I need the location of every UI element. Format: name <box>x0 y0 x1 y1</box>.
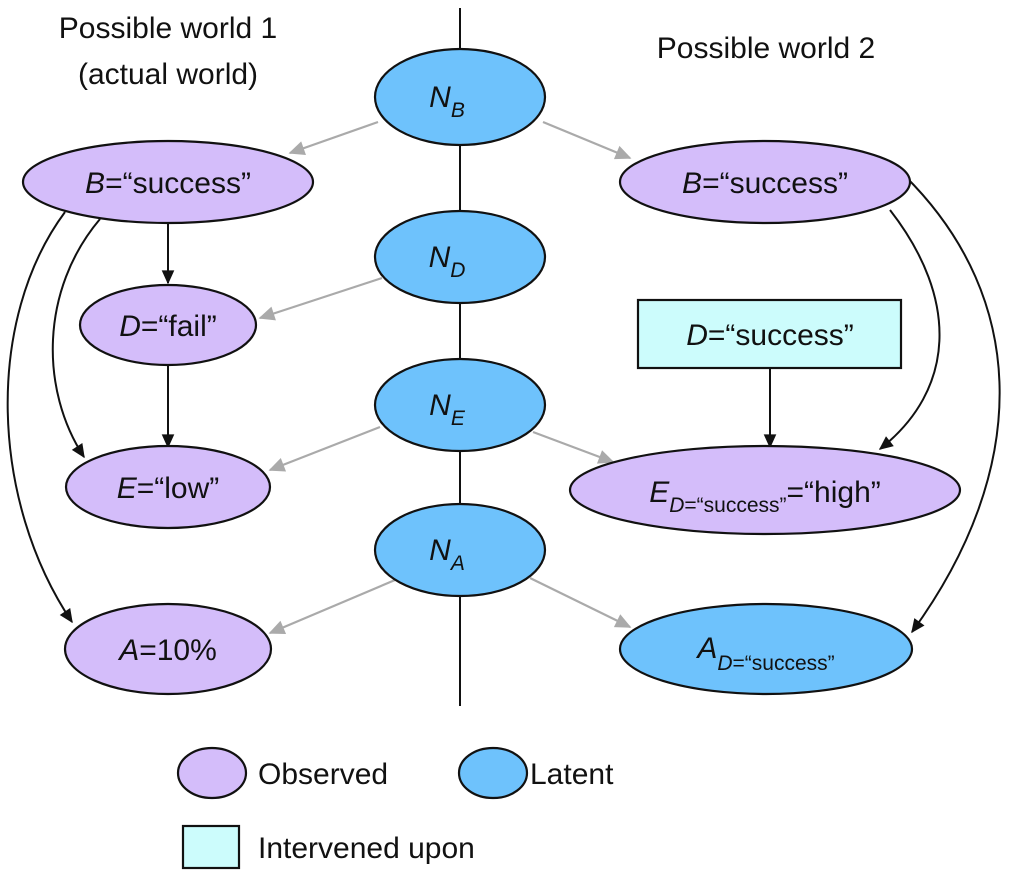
node-A2: AD=“success” <box>618 602 914 696</box>
svg-text:A=10%: A=10% <box>117 634 217 667</box>
svg-text:D=“fail”: D=“fail” <box>119 310 217 343</box>
node-E2: ED=“success”=“high” <box>568 444 962 536</box>
svg-text:AD=“success”: AD=“success” <box>695 632 834 675</box>
svg-text:B=“success”: B=“success” <box>682 167 848 200</box>
svg-text:NE: NE <box>429 389 466 430</box>
edge-NE-E1 <box>268 425 381 472</box>
svg-text:B=“success”: B=“success” <box>85 167 251 200</box>
svg-text:NA: NA <box>429 534 465 575</box>
world1-title: Possible world 1 <box>59 12 277 45</box>
node-B2: B=“success” <box>618 139 912 225</box>
node-D2: D=“success” <box>636 298 903 370</box>
edge-B1-A1 <box>6 211 73 624</box>
node-NA: NA <box>373 502 547 598</box>
legend-latent: Latent <box>457 746 614 800</box>
svg-text:Observed: Observed <box>258 758 388 791</box>
edge-B1-E1 <box>51 218 101 459</box>
legend-observed: Observed <box>176 746 388 800</box>
node-NB: NB <box>373 47 547 147</box>
edge-ND-D1 <box>258 276 383 321</box>
edge-B2-E2 <box>878 209 941 450</box>
svg-text:Latent: Latent <box>530 758 614 791</box>
node-NE: NE <box>373 357 547 453</box>
svg-text:Intervened upon: Intervened upon <box>258 832 475 865</box>
node-ND: ND <box>373 209 547 305</box>
legend-intervened: Intervened upon <box>181 824 475 870</box>
svg-text:ED=“success”=“high”: ED=“success”=“high” <box>649 476 881 517</box>
edge-B2-A2 <box>904 175 1001 634</box>
edge-NA-A1 <box>268 578 396 635</box>
svg-text:ND: ND <box>429 241 466 282</box>
edge-NB-B1 <box>288 120 379 156</box>
legend: Observed Latent Intervened upon <box>176 746 614 870</box>
edge-NB-B2 <box>542 120 632 160</box>
world2-title: Possible world 2 <box>657 32 875 65</box>
svg-text:D=“success”: D=“success” <box>686 319 854 352</box>
node-D1: D=“fail” <box>78 283 258 367</box>
svg-text:NB: NB <box>429 81 465 122</box>
world1-subtitle: (actual world) <box>78 58 258 91</box>
node-E1: E=“low” <box>64 444 272 530</box>
node-A1: A=10% <box>63 602 273 696</box>
edge-NE-E2 <box>532 430 615 464</box>
node-B1: B=“success” <box>21 139 315 225</box>
svg-text:E=“low”: E=“low” <box>117 472 220 505</box>
edge-NA-A2 <box>529 577 632 628</box>
